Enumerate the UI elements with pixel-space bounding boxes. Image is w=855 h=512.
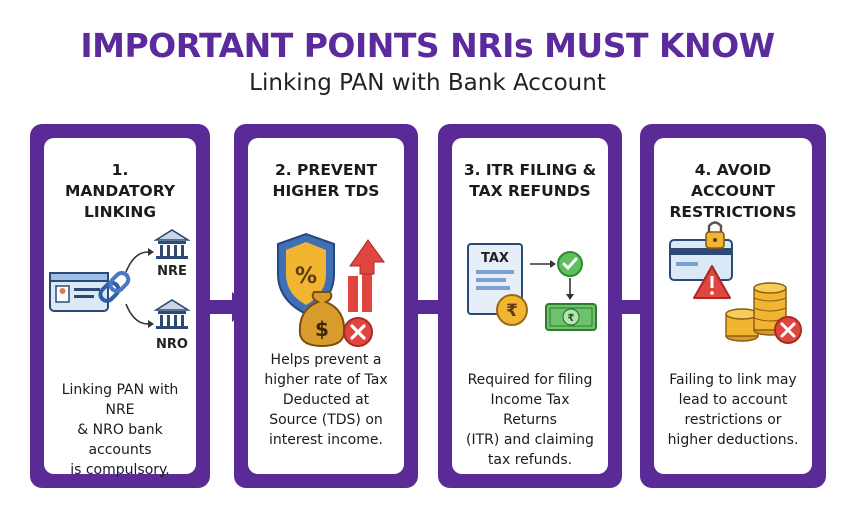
desc-line: lead to account: [678, 392, 788, 408]
card-title: 4. AVOID ACCOUNT RESTRICTIONS: [664, 160, 802, 223]
desc-line: (ITR) and claiming: [466, 432, 594, 448]
card-description: Linking PAN with NRE & NRO bank accounts…: [56, 380, 184, 480]
card-avoid-restrictions: 4. AVOID ACCOUNT RESTRICTIONS: [640, 124, 826, 488]
card-title: 2. PREVENT HIGHER TDS: [258, 160, 394, 202]
card-itr-filing: 3. ITR FILING & TAX REFUNDS TAX ₹: [438, 124, 622, 488]
card-body: 2. PREVENT HIGHER TDS % $: [248, 138, 404, 474]
card-title-line1: 4. AVOID ACCOUNT: [690, 161, 776, 200]
desc-line: & NRO bank accounts: [77, 422, 163, 458]
card-title-line2: TAX REFUNDS: [469, 182, 591, 200]
card-description: Helps prevent a higher rate of Tax Deduc…: [260, 350, 392, 450]
card-title-line1: 1. MANDATORY: [64, 161, 176, 200]
card-body: 4. AVOID ACCOUNT RESTRICTIONS: [654, 138, 812, 474]
check-icon: [557, 251, 583, 277]
card-illustration: NRE NRO: [49, 229, 191, 352]
card-mandatory-linking: 1. MANDATORY LINKING: [30, 124, 210, 488]
svg-text:$: $: [315, 317, 329, 341]
desc-line: Helps prevent a: [270, 352, 382, 368]
card-illustration: TAX ₹: [467, 243, 597, 331]
desc-line: Deducted at: [282, 392, 370, 408]
nro-label: NRO: [156, 337, 188, 352]
rupee-coin-icon: ₹: [496, 294, 528, 326]
card-title: 3. ITR FILING & TAX REFUNDS: [462, 160, 598, 202]
bank-icon: [153, 229, 191, 259]
rising-arrow-icon: [348, 239, 385, 312]
desc-line: Failing to link may: [669, 372, 797, 388]
desc-line: Required for filing: [467, 372, 593, 388]
curved-arrow-up: [125, 251, 149, 273]
card-body: 3. ITR FILING & TAX REFUNDS TAX ₹: [452, 138, 608, 474]
card-description: Required for filing Income Tax Returns (…: [464, 370, 596, 470]
cross-icon: [774, 316, 802, 344]
desc-line: Income Tax Returns: [490, 392, 570, 428]
svg-text:₹: ₹: [568, 313, 575, 324]
card-body: 1. MANDATORY LINKING: [44, 138, 196, 478]
desc-line: is compulsory.: [70, 462, 170, 478]
nre-label: NRE: [157, 264, 187, 279]
page-subtitle: Linking PAN with Bank Account: [249, 70, 606, 96]
desc-line: Source (TDS) on: [269, 412, 383, 428]
desc-line: higher rate of Tax: [264, 372, 388, 388]
desc-line: interest income.: [269, 432, 383, 448]
card-title-line2: HIGHER TDS: [272, 182, 380, 200]
warning-icon: [693, 265, 731, 299]
chain-link-icon: [98, 271, 131, 303]
page-title: IMPORTANT POINTS NRIs MUST KNOW: [80, 26, 775, 65]
card-title-line2: LINKING: [83, 203, 157, 221]
svg-text:₹: ₹: [506, 301, 518, 321]
card-title-line2: RESTRICTIONS: [669, 203, 797, 221]
desc-line: restrictions or: [684, 412, 782, 428]
card-illustration: % $: [277, 232, 385, 348]
pan-card-icon: [49, 272, 109, 312]
coin-stack-icon: [725, 282, 787, 342]
banknote-icon: ₹: [545, 303, 597, 331]
svg-text:%: %: [295, 264, 317, 289]
card-description: Failing to link may lead to account rest…: [666, 370, 800, 450]
card-illustration: [669, 221, 802, 344]
card-title-line1: 3. ITR FILING &: [463, 161, 597, 179]
card-title: 1. MANDATORY LINKING: [54, 160, 186, 223]
curved-arrow-down: [125, 303, 149, 325]
bank-icon: [153, 299, 191, 329]
cross-icon: [343, 317, 373, 347]
desc-line: tax refunds.: [487, 452, 573, 468]
card-prevent-higher-tds: 2. PREVENT HIGHER TDS % $: [234, 124, 418, 488]
locked-card-icon: [669, 221, 733, 281]
tax-label: TAX: [481, 251, 509, 266]
desc-line: Linking PAN with NRE: [61, 382, 179, 418]
card-title-line1: 2. PREVENT: [274, 161, 378, 179]
desc-line: higher deductions.: [667, 432, 799, 448]
